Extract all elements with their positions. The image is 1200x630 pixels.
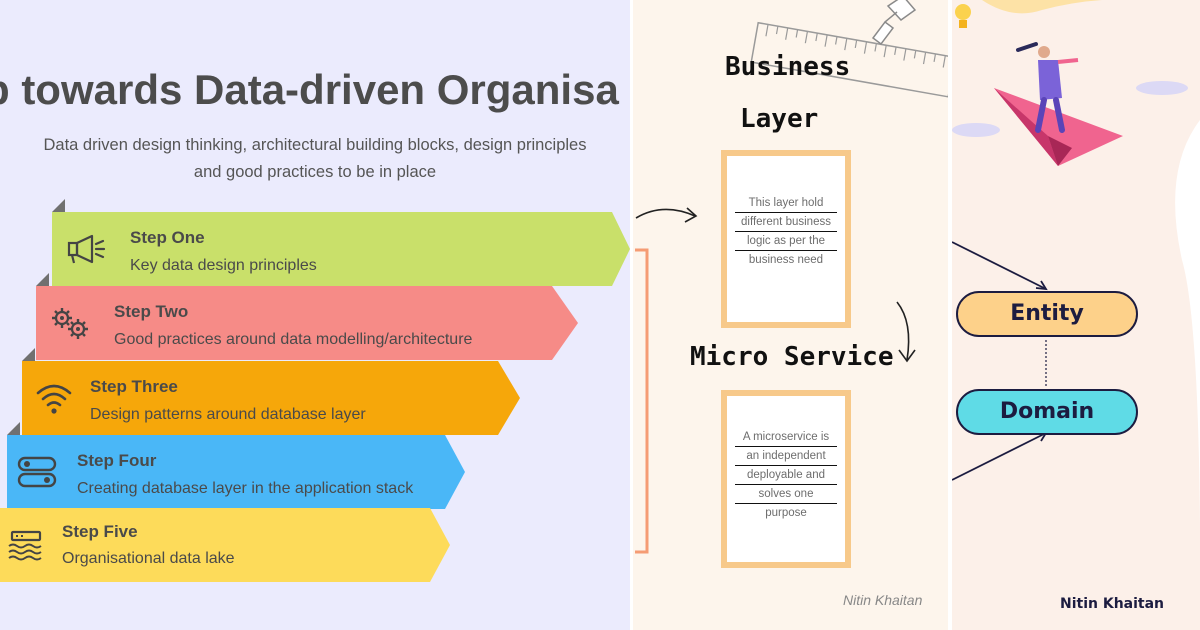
bracket-icon xyxy=(635,248,649,554)
panel-title: p towards Data-driven Organisa xyxy=(0,66,619,113)
step-description: Design patterns around database layer xyxy=(90,406,366,423)
step-three-arrow xyxy=(22,361,520,435)
micro-service-title: Micro Service xyxy=(690,342,894,372)
entity-box: Entity xyxy=(956,291,1138,337)
card-line: an independent xyxy=(735,447,837,466)
step-description: Organisational data lake xyxy=(62,550,235,567)
step-title: Step Three xyxy=(90,377,178,396)
arrow-right-icon xyxy=(635,207,698,223)
step-title: Step Four xyxy=(77,451,157,470)
step-one-arrow xyxy=(52,212,630,286)
business-title-line1: Business xyxy=(725,52,851,82)
entity-panel: Entity Domain Nitin Khaitan xyxy=(952,0,1200,630)
ruler-icon xyxy=(750,0,948,98)
domain-box: Domain xyxy=(956,389,1138,435)
business-title-line2: Layer xyxy=(740,104,819,134)
step-three: Step Three Design patterns around databa… xyxy=(22,348,520,435)
step-fold xyxy=(22,348,35,361)
card-line: solves one xyxy=(735,485,837,504)
database-icon xyxy=(8,530,42,561)
layers-panel: Business Layer This layer hold different… xyxy=(633,0,948,630)
panel-divider xyxy=(948,0,952,630)
connector-lines xyxy=(952,241,1048,481)
step-fold xyxy=(52,199,65,212)
steps-panel: p towards Data-driven Organisa Data driv… xyxy=(0,0,630,630)
step-five: Step Five Organisational data lake xyxy=(0,508,450,582)
step-one: Step One Key data design principles xyxy=(52,199,630,286)
card-line: business need xyxy=(748,254,824,266)
lightbulb-icon xyxy=(955,4,971,28)
step-description: Key data design principles xyxy=(130,257,317,274)
step-two: Step Two Good practices around data mode… xyxy=(36,273,578,360)
step-description: Good practices around data modelling/arc… xyxy=(114,331,473,348)
panel-divider xyxy=(630,0,633,630)
arrow-down-icon xyxy=(896,301,916,363)
card-line: purpose xyxy=(765,507,807,519)
card-line: deployable and xyxy=(735,466,837,485)
step-title: Step One xyxy=(130,228,205,247)
business-card-text: This layer hold different business logic… xyxy=(735,194,837,270)
wifi-icon xyxy=(36,384,72,414)
step-title: Step Five xyxy=(62,522,138,541)
step-five-arrow xyxy=(0,508,450,582)
megaphone-icon xyxy=(67,234,106,264)
business-layer-card: This layer hold different business logic… xyxy=(721,150,851,328)
step-fold xyxy=(7,422,20,435)
author-name: Nitin Khaitan xyxy=(1060,596,1165,612)
step-fold xyxy=(36,273,49,286)
gears-icon xyxy=(52,308,88,339)
card-line: A microservice is xyxy=(735,428,837,447)
step-description: Creating database layer in the applicati… xyxy=(77,480,414,497)
step-four-arrow xyxy=(7,435,465,509)
author-name: Nitin Khaitan xyxy=(843,592,923,608)
card-line: logic as per the xyxy=(735,232,837,251)
card-line: This layer hold xyxy=(735,194,837,213)
step-title: Step Two xyxy=(114,302,189,321)
toggles-icon xyxy=(17,456,57,488)
step-four: Step Four Creating database layer in the… xyxy=(7,422,465,509)
micro-service-card: A microservice is an independent deploya… xyxy=(721,390,851,568)
paper-plane-icon xyxy=(994,42,1123,166)
card-line: different business xyxy=(735,213,837,232)
micro-card-text: A microservice is an independent deploya… xyxy=(735,428,837,523)
panel-subtitle: Data driven design thinking, architectur… xyxy=(43,136,587,181)
step-two-arrow xyxy=(36,286,578,360)
